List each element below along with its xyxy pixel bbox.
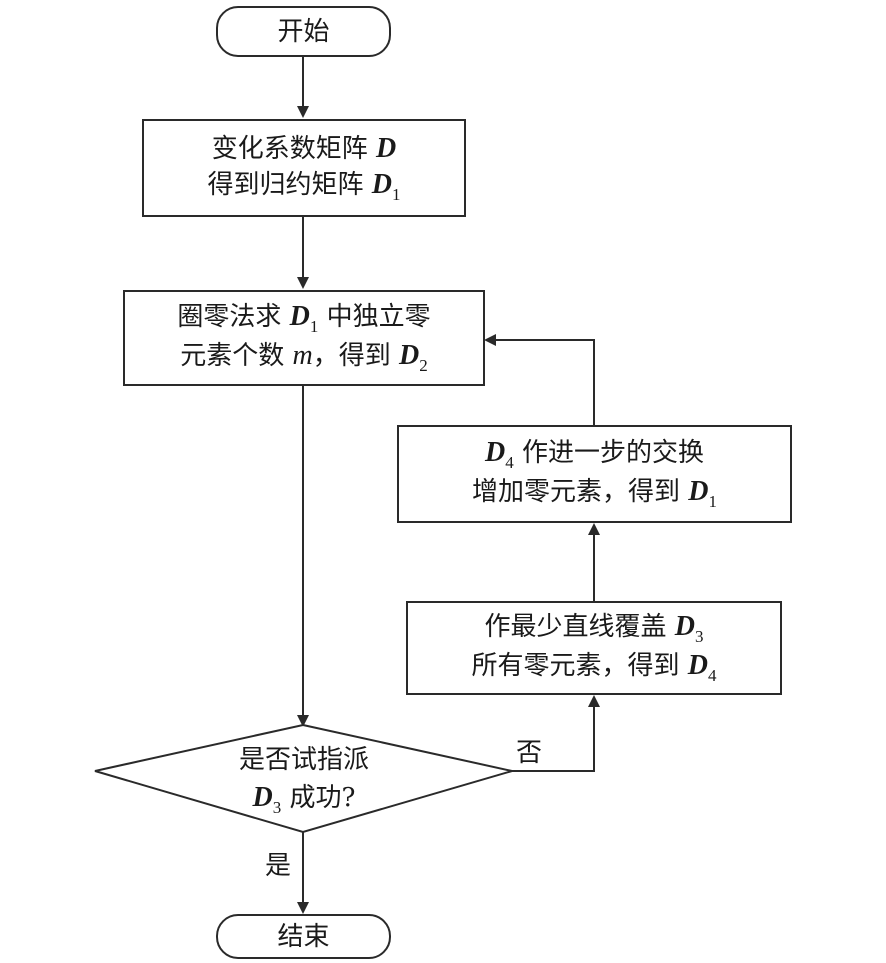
end-node: 结束 [216, 914, 391, 959]
step2-var-d2: D2 [399, 340, 428, 375]
step2-line2-pre: 元素个数 [180, 341, 285, 371]
step2-var-m: m [292, 340, 313, 371]
step4-line2: 所有零元素，得到 D4 [471, 648, 716, 687]
step3-var-d4: D4 [484, 437, 514, 472]
decision-line2-text: 成功? [289, 782, 356, 813]
step3-line2: 增加零元素，得到 D1 [472, 474, 717, 513]
step2-line1-pre: 圈零法求 [177, 302, 282, 332]
step1-line1: 变化系数矩阵 D [212, 131, 397, 167]
step1-var-d1: D1 [371, 168, 401, 204]
step2-line2: 元素个数 m，得到 D2 [180, 338, 428, 377]
edge-label-yes: 是 [265, 851, 292, 881]
decision-node: 是否试指派 D3 成功? [95, 727, 513, 833]
decision-diamond [94, 723, 513, 834]
step2-line1-post: 中独立零 [326, 302, 431, 332]
decision-var-d3: D3 [252, 781, 282, 817]
step3-line2-text: 增加零元素，得到 [471, 477, 680, 507]
edge-step3-to-step2 [484, 334, 595, 425]
edge-decision-to-step4 [512, 695, 600, 772]
step1-line2-text: 得到归约矩阵 [207, 169, 364, 200]
step1-line2: 得到归约矩阵 D1 [207, 167, 400, 206]
process-step4: 作最少直线覆盖 D3 所有零元素，得到 D4 [406, 601, 782, 695]
decision-line2: D3 成功? [253, 779, 356, 820]
process-step2: 圈零法求 D1 中独立零 元素个数 m，得到 D2 [123, 290, 485, 386]
step2-line1: 圈零法求 D1 中独立零 [177, 299, 430, 338]
start-node: 开始 [216, 6, 391, 57]
step3-var-d1: D1 [688, 476, 717, 511]
step1-var-d: D [376, 132, 397, 164]
step1-line1-text: 变化系数矩阵 [211, 133, 368, 164]
start-label: 开始 [277, 16, 330, 47]
step3-line1: D4 作进一步的交换 [485, 435, 704, 474]
step4-line2-text: 所有零元素，得到 [471, 651, 680, 681]
process-step1: 变化系数矩阵 D 得到归约矩阵 D1 [142, 119, 466, 217]
step4-line1: 作最少直线覆盖 D3 [484, 609, 703, 648]
step3-line1-text: 作进一步的交换 [521, 438, 704, 468]
process-step3: D4 作进一步的交换 增加零元素，得到 D1 [397, 425, 792, 523]
end-label: 结束 [277, 921, 330, 952]
step4-var-d3: D3 [674, 611, 704, 646]
step4-var-d4: D4 [687, 650, 717, 685]
edge-label-no: 否 [516, 738, 543, 768]
decision-line1: 是否试指派 [238, 744, 369, 775]
step2-line2-mid: ，得到 [312, 341, 391, 371]
step2-var-d1: D1 [289, 301, 319, 336]
step4-line1-text: 作最少直线覆盖 [484, 612, 667, 642]
